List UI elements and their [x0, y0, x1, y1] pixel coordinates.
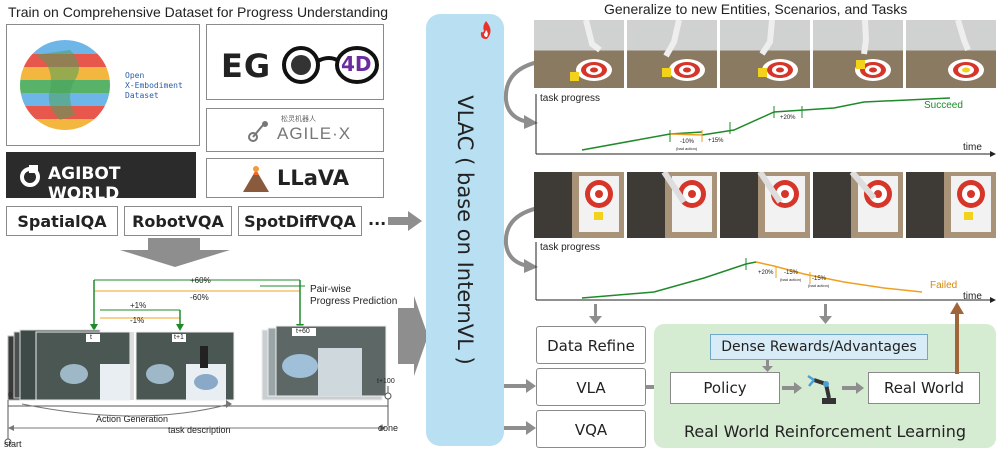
minus1-label: -1%	[130, 316, 145, 325]
spotdiffvqa-box: SpotDiffVQA	[238, 206, 362, 236]
vla-label: VLA	[576, 379, 606, 397]
globe-icon	[20, 40, 110, 130]
done-label: done	[378, 423, 399, 433]
vqa-label: VQA	[574, 421, 608, 439]
photo-row-2	[534, 172, 996, 238]
flame-icon	[480, 21, 491, 39]
oxe-text-1: Open	[125, 71, 145, 80]
policy-label: Policy	[703, 379, 747, 397]
oxe-text-3: Dataset	[125, 91, 159, 100]
frame-label-t60: t+60	[296, 328, 310, 335]
ellipsis-label: ...	[368, 210, 387, 229]
feedback-arrow	[950, 302, 964, 374]
chart2-ylabel: task progress	[540, 242, 601, 253]
real-world-label: Real World	[883, 379, 965, 397]
data-refine-box: Data Refine	[536, 326, 646, 364]
targets-row-1	[570, 20, 984, 81]
down-arrow	[120, 238, 230, 267]
rl-region: Dense Rewards/Advantages Policy Real Wor…	[654, 324, 996, 448]
chart1-outcome: Succeed	[924, 100, 963, 111]
chart2-outcome: Failed	[930, 280, 958, 291]
dense-rewards-box: Dense Rewards/Advantages	[710, 334, 928, 360]
agilex-cn-text: 松灵机器人	[281, 116, 316, 123]
policy-box: Policy	[670, 372, 780, 404]
oxe-text-2: X-Embodiment	[125, 81, 183, 90]
left-title: Train on Comprehensive Dataset for Progr…	[8, 4, 389, 20]
real-world-box: Real World	[868, 372, 980, 404]
chart2-ann-plus20: +20%	[758, 270, 774, 276]
photo-1-2	[627, 20, 717, 88]
data-refine-label: Data Refine	[547, 337, 635, 355]
minus60-label: -60%	[190, 293, 209, 302]
chart2-xlabel: time	[963, 291, 982, 302]
photo-1-4	[813, 20, 903, 88]
chart1-ylabel: task progress	[540, 93, 601, 104]
vlac-to-outputs-arrows	[504, 379, 536, 435]
robotvqa-label: RobotVQA	[132, 212, 224, 231]
pairwise-progress-diagram	[4, 279, 392, 446]
rl-title: Real World Reinforcement Learning	[683, 422, 967, 441]
llava-volcano-icon	[243, 166, 269, 192]
spatialqa-box: SpatialQA	[6, 206, 118, 236]
task-description-label: task description	[168, 425, 231, 435]
ego4d-glasses-icon	[282, 46, 379, 84]
dense-rewards-label: Dense Rewards/Advantages	[721, 339, 917, 355]
photo-1-5	[906, 20, 996, 88]
chart2-ann-bad-a: (bad action)	[780, 277, 802, 282]
agilex-text: AGILE·X	[277, 124, 352, 143]
photo-row-1	[534, 20, 996, 88]
ego-4d-text: 4D	[341, 52, 372, 76]
chart1-ann-minus10: -10%	[680, 139, 695, 145]
agibot-logo-box: AGIBOT WORLD	[6, 152, 196, 204]
targets-row-2	[579, 172, 991, 232]
oxe-logo-box: Open X-Embodiment Dataset	[6, 24, 200, 146]
frame-label-t: t	[90, 334, 92, 341]
llava-text: LLaVA	[277, 166, 350, 190]
chart2-ann-minus15-a: -15%	[784, 270, 799, 276]
chart-down-arrows	[589, 304, 832, 324]
right-title: Generalize to new Entities, Scenarios, a…	[604, 1, 908, 17]
pairwise-label-2: Progress Prediction	[310, 296, 398, 307]
ego4d-logo-box: EG 4D	[206, 24, 384, 100]
vlac-model-box: VLAC ( base on InternVL )	[426, 14, 504, 446]
progress-chart-2	[535, 242, 996, 303]
action-generation-label: Action Generation	[96, 414, 169, 424]
rl-arrows	[762, 360, 864, 394]
agibot-text: AGIBOT WORLD	[48, 164, 121, 204]
chart1-ann-plus15: +15%	[708, 138, 724, 144]
vqa-box: VQA	[536, 410, 646, 448]
agibot-logo-icon	[20, 165, 40, 187]
pairwise-label-1: Pair-wise	[310, 284, 352, 295]
vla-box: VLA	[536, 368, 646, 406]
ego-text: EG	[221, 47, 272, 85]
robotvqa-box: RobotVQA	[124, 206, 232, 236]
frame-label-0: 0	[8, 392, 12, 399]
vlac-label: VLAC ( base on InternVL )	[453, 95, 477, 365]
progress-chart-1	[535, 94, 996, 157]
qa-to-vlac-arrow	[388, 211, 422, 231]
frame-label-t100: t+100	[377, 378, 395, 385]
plus1-label: +1%	[130, 301, 147, 310]
robot-arm-icon	[807, 374, 836, 404]
frame-label-t1: t+1	[174, 334, 184, 341]
start-label: start	[4, 439, 22, 449]
chart2-ann-bad-b: (bad action)	[808, 283, 830, 288]
llava-logo-box: LLaVA	[206, 158, 384, 198]
vlac-to-charts-arrows	[503, 60, 539, 273]
chart1-ann-bad: (bad action)	[676, 146, 698, 151]
agilex-logo-box: 松灵机器人 AGILE·X	[206, 108, 384, 152]
agilex-robot-arm-icon	[248, 121, 268, 142]
chart2-ann-minus15-b: -15%	[812, 276, 827, 282]
spotdiffvqa-label: SpotDiffVQA	[244, 212, 356, 231]
spatialqa-label: SpatialQA	[17, 212, 107, 231]
diagram-to-vlac-arrow	[398, 296, 428, 376]
plus60-label: +60%	[190, 276, 211, 285]
chart1-xlabel: time	[963, 142, 982, 153]
chart1-ann-plus20: +20%	[780, 115, 796, 121]
